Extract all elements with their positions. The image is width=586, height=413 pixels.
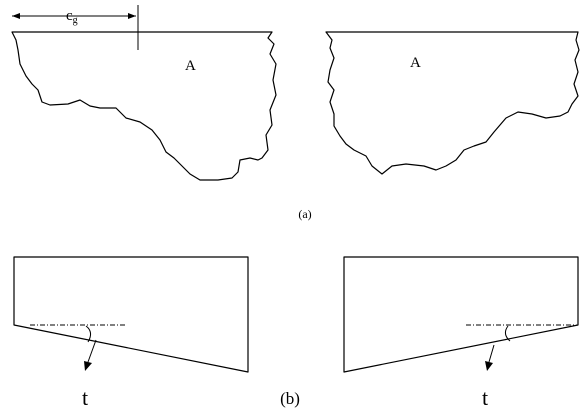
- panel-a-label: (a): [298, 207, 311, 221]
- area-label-right: A: [410, 55, 421, 71]
- panel-b-label: (b): [280, 389, 300, 408]
- t-arrowhead-right: [485, 361, 493, 371]
- area-label-left: A: [185, 58, 196, 74]
- panel-b: t (b) t: [13, 256, 579, 410]
- cg-label: cg: [66, 8, 78, 26]
- cg-arrowhead-left: [12, 13, 20, 19]
- cross-section-right: [325, 31, 580, 175]
- t-label-right: t: [482, 385, 488, 410]
- angle-arc-right: [504, 325, 511, 342]
- t-arrow-shaft-left: [87, 339, 97, 363]
- t-arrowhead-left: [84, 361, 92, 371]
- cg-label-main: c: [66, 8, 73, 24]
- cg-arrowhead-right: [128, 13, 136, 19]
- t-label-left: t: [82, 385, 88, 410]
- trapezoid-right: [343, 256, 579, 373]
- angle-arc-left: [85, 325, 92, 343]
- cg-dimension: cg: [12, 5, 139, 50]
- trapezoid-left: [13, 256, 249, 373]
- t-arrow-shaft-right: [488, 344, 495, 363]
- cg-label-subscript: g: [73, 15, 78, 26]
- panel-a: cg A A (a): [11, 5, 580, 221]
- cross-section-left: [11, 31, 277, 181]
